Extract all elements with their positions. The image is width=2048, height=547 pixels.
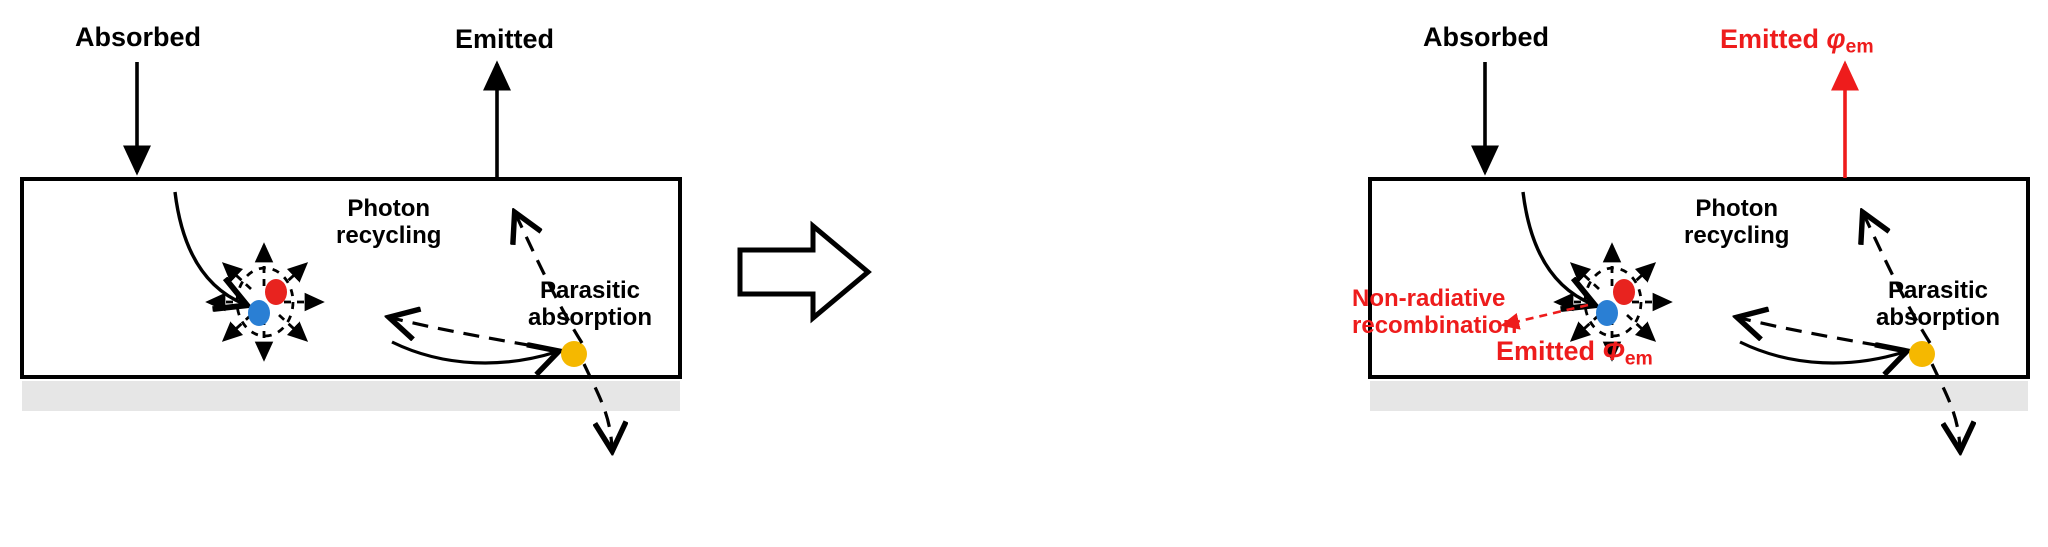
non-radiative-line1: Non-radiative <box>1352 285 1506 312</box>
non-radiative-line2: recombination <box>1352 311 1518 339</box>
photon-recycling-line2: recycling <box>336 221 442 249</box>
substrate-strip <box>1370 381 2028 411</box>
recycling-solid-arrow-left <box>391 340 556 363</box>
label-photon-recycling-left: Photon recycling <box>336 195 442 250</box>
label-non-radiative-recombination: Non-radiative recombination <box>1352 285 1517 340</box>
emitted-external-sub: em <box>1845 35 1874 58</box>
recycling-dashed-arrow-right <box>1740 318 1905 352</box>
panel-right-graphics <box>1368 60 2030 547</box>
electron-dot-left <box>248 300 270 326</box>
panel-left-graphics <box>20 60 682 547</box>
hole-dot-left <box>265 279 287 305</box>
exciton-envelope-left <box>235 266 295 338</box>
parasitic-line2: absorption <box>528 303 652 331</box>
non-radiative-arrow <box>1500 303 1589 330</box>
emitted-internal-prefix: Emitted <box>1496 336 1603 366</box>
label-parasitic-absorption-right: Parasitic absorption <box>1876 277 2000 332</box>
parasitic-ray-left <box>582 363 612 448</box>
electron-dot-right <box>1596 300 1618 326</box>
label-emitted-internal: Emitted Φem <box>1496 336 1653 370</box>
parasitic-line1: Parasitic <box>539 277 641 304</box>
photon-recycling-line1: Photon <box>347 195 431 222</box>
transition-arrow-icon <box>737 220 872 324</box>
photon-recycling-line2: recycling <box>1684 221 1790 249</box>
parasitic-ray-right <box>1930 363 1960 448</box>
absorption-curve-left <box>173 191 244 304</box>
label-parasitic-absorption-left: Parasitic absorption <box>528 277 652 332</box>
photon-dot-left <box>561 341 587 367</box>
label-emitted-external: Emitted φem <box>1720 24 1874 58</box>
label-emitted-left: Emitted <box>455 24 555 54</box>
photon-dot-right <box>1909 341 1935 367</box>
exciton-envelope-right <box>1583 266 1643 338</box>
label-absorbed-right: Absorbed <box>1423 22 1550 52</box>
exciton-emission-arrows-right <box>1553 242 1673 362</box>
phi-small-symbol: φ <box>1826 24 1846 54</box>
phi-capital-symbol: Φ <box>1602 336 1625 366</box>
panel-right: Absorbed Emitted φem Photon recycling Pa… <box>1348 0 2048 547</box>
photon-recycling-line1: Photon <box>1695 195 1779 222</box>
panel-left: Absorbed Emitted Photon recycling Parasi… <box>0 0 700 547</box>
recycling-solid-arrow-right <box>1739 340 1904 363</box>
parasitic-line2: absorption <box>1876 303 2000 331</box>
parasitic-line1: Parasitic <box>1887 277 1989 304</box>
label-absorbed-left: Absorbed <box>75 22 202 52</box>
emitted-internal-sub: em <box>1624 347 1653 370</box>
absorption-curve-right <box>1521 191 1592 304</box>
emitted-external-prefix: Emitted <box>1720 24 1827 54</box>
label-photon-recycling-right: Photon recycling <box>1684 195 1790 250</box>
hole-dot-right <box>1613 279 1635 305</box>
substrate-strip <box>22 381 680 411</box>
recycling-dashed-arrow-left <box>392 318 557 352</box>
